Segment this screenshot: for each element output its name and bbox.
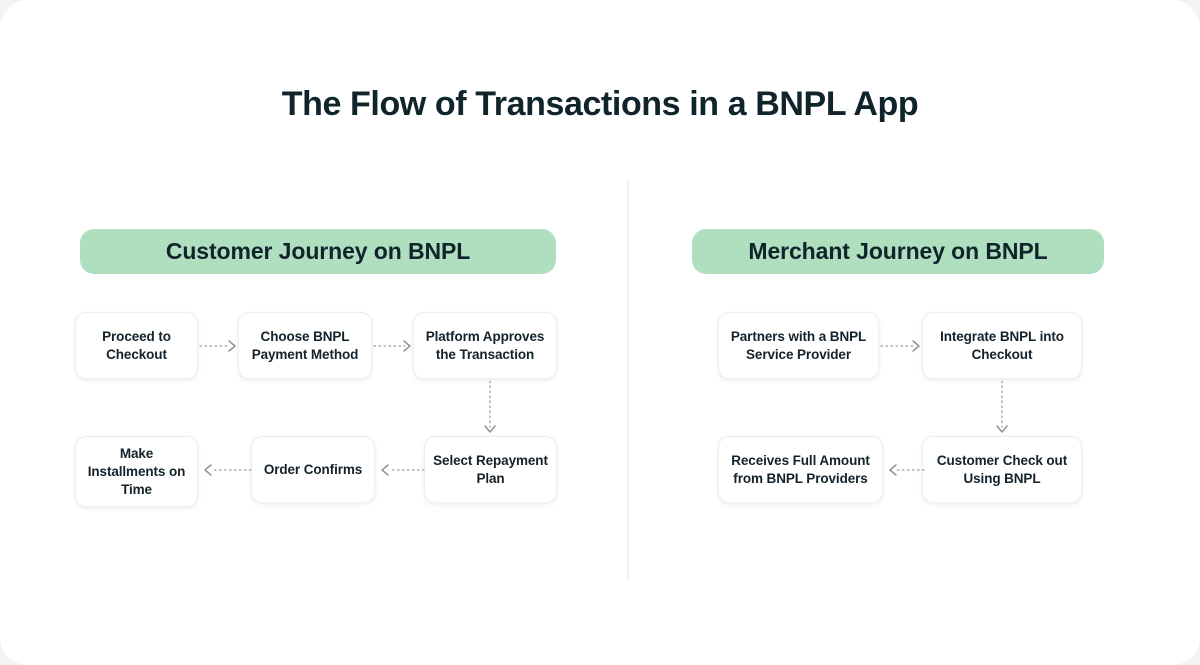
arrow-partners-to-integrate — [880, 337, 922, 355]
flow-node-customer-checkout-using-bnpl[interactable]: Customer Check out Using BNPL — [922, 436, 1082, 503]
center-divider — [627, 180, 629, 580]
arrow-order-confirms-to-installments — [200, 461, 252, 479]
flow-node-order-confirms[interactable]: Order Confirms — [251, 436, 375, 503]
flow-node-choose-bnpl-payment-method[interactable]: Choose BNPL Payment Method — [238, 312, 372, 379]
arrow-platform-to-select-plan — [478, 380, 502, 437]
arrow-customer-checkout-to-receives-amount — [885, 461, 925, 479]
flow-node-partners-with-bnpl-provider[interactable]: Partners with a BNPL Service Provider — [718, 312, 879, 379]
customer-journey-column: Customer Journey on BNPL Proceed to Chec… — [75, 229, 557, 507]
page-title: The Flow of Transactions in a BNPL App — [281, 85, 919, 123]
customer-journey-banner: Customer Journey on BNPL — [80, 229, 556, 274]
flow-node-receives-full-amount[interactable]: Receives Full Amount from BNPL Providers — [718, 436, 883, 503]
flow-node-integrate-bnpl-into-checkout[interactable]: Integrate BNPL into Checkout — [922, 312, 1082, 379]
arrow-select-plan-to-order-confirms — [377, 461, 425, 479]
arrow-choose-to-platform — [373, 337, 413, 355]
flow-node-platform-approves-transaction[interactable]: Platform Approves the Transaction — [413, 312, 557, 379]
arrow-proceed-to-choose — [199, 337, 238, 355]
flow-node-make-installments-on-time[interactable]: Make Installments on Time — [75, 436, 198, 507]
flow-node-select-repayment-plan[interactable]: Select Repayment Plan — [424, 436, 557, 503]
merchant-journey-column: Merchant Journey on BNPL Partners with a… — [627, 0, 1200, 665]
flow-node-proceed-to-checkout[interactable]: Proceed to Checkout — [75, 312, 198, 379]
arrow-integrate-to-customer-checkout — [990, 380, 1014, 437]
merchant-journey-banner: Merchant Journey on BNPL — [692, 229, 1104, 274]
